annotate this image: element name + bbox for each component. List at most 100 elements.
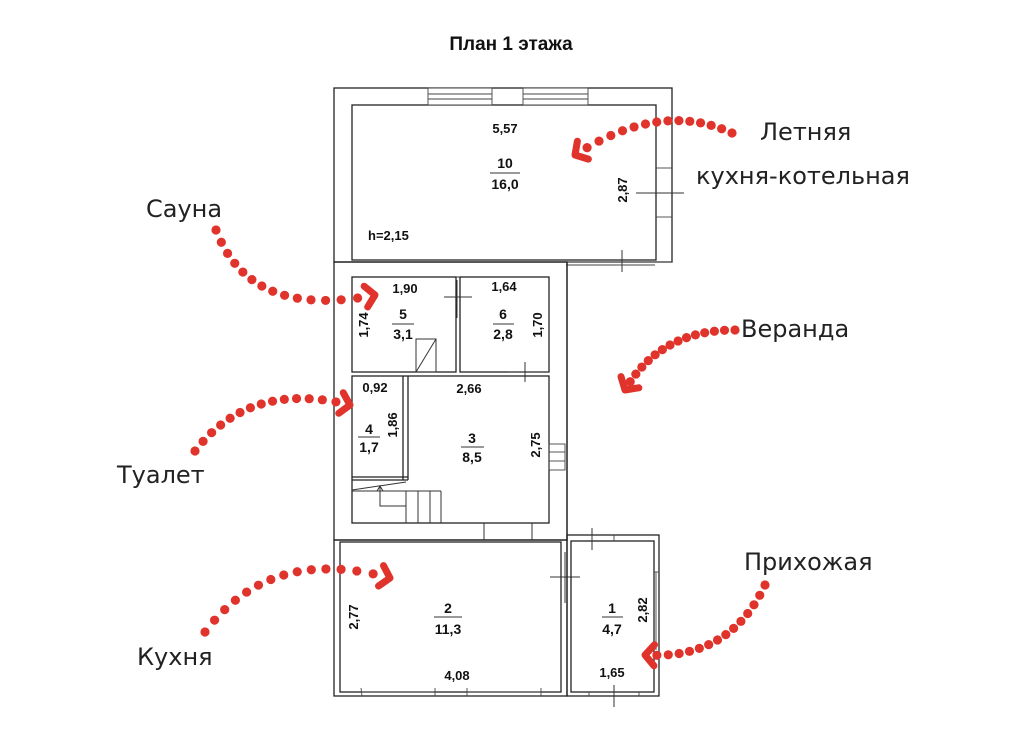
- room-4: 0,92 1,86 4 1,7: [358, 380, 400, 455]
- arrow-dot: [291, 393, 302, 404]
- arrow-dot: [652, 650, 662, 660]
- room-5-width: 1,90: [392, 281, 417, 296]
- arrow-dot: [292, 293, 302, 303]
- room-3-number: 3: [468, 430, 476, 446]
- arrow-dot: [220, 604, 230, 615]
- arrow-hallway: [641, 580, 770, 670]
- arrow-dot: [663, 116, 673, 126]
- arrow-dot: [190, 446, 200, 456]
- room-3: 2,66 3 8,5 2,75: [456, 381, 543, 465]
- arrow-head-icon: [641, 641, 659, 670]
- arrow-dot: [245, 403, 256, 413]
- arrow-dot: [629, 122, 639, 132]
- arrow-dot: [200, 627, 210, 637]
- room-3-area: 8,5: [462, 449, 482, 465]
- room-10-ceiling-height: h=2,15: [368, 228, 409, 243]
- room-3-depth: 2,75: [528, 432, 543, 457]
- arrow-dot: [582, 142, 592, 153]
- arrow-dot: [336, 564, 346, 574]
- walls: [333, 87, 684, 707]
- arrow-dot: [306, 565, 316, 575]
- arrow-dot: [353, 293, 363, 303]
- room-6-area: 2,8: [493, 326, 513, 342]
- arrow-dot: [230, 595, 240, 605]
- arrow-summer-kitchen: [571, 116, 737, 163]
- arrow-dot: [674, 116, 684, 126]
- room-3-door: [548, 443, 566, 471]
- arrow-dot: [230, 258, 240, 268]
- arrow-dot: [304, 394, 314, 404]
- room-4-area: 1,7: [359, 439, 379, 455]
- arrow-dot: [238, 267, 248, 277]
- room-5-depth: 1,74: [356, 312, 371, 338]
- arrow-dot: [704, 639, 714, 650]
- arrow-dot: [253, 580, 264, 590]
- arrow-dot: [719, 325, 730, 335]
- arrow-dot: [268, 286, 278, 296]
- arrow-dot: [685, 116, 695, 126]
- arrow-dot: [617, 126, 628, 136]
- arrow-dot: [216, 237, 226, 247]
- room-1-width: 1,65: [599, 665, 624, 680]
- arrow-dot: [306, 295, 316, 305]
- arrow-dot: [606, 130, 616, 141]
- arrow-dot: [256, 399, 266, 409]
- arrow-dot: [207, 428, 217, 438]
- room-2-inner-wall: [339, 541, 562, 693]
- arrow-dot: [712, 635, 723, 645]
- label-toilet: Туалет: [116, 461, 205, 489]
- arrow-dot: [743, 608, 753, 619]
- arrow-dot: [631, 369, 641, 379]
- arrow-dot: [209, 615, 220, 625]
- arrow-dot: [368, 569, 378, 579]
- arrow-dot: [709, 326, 719, 336]
- arrow-dot: [225, 413, 235, 423]
- label-summer-kitchen-line2: кухня-котельная: [696, 162, 910, 190]
- arrow-head-icon: [571, 137, 592, 163]
- room-4-number: 4: [365, 421, 373, 437]
- arrow-dot: [267, 396, 278, 406]
- arrow-dot: [665, 340, 675, 350]
- arrow-dot: [643, 356, 653, 366]
- arrow-dot: [690, 330, 701, 340]
- arrow-dot: [222, 248, 233, 258]
- arrow-dot: [700, 328, 710, 338]
- room-6-number: 6: [499, 306, 507, 322]
- room-2-number: 2: [444, 600, 452, 616]
- arrow-kitchen: [200, 562, 394, 637]
- room-10-inner-wall: [351, 104, 657, 261]
- room-6-wall: [459, 276, 550, 373]
- arrow-veranda: [617, 325, 740, 394]
- arrow-dot: [650, 350, 660, 360]
- room-1-area: 4,7: [602, 621, 622, 637]
- label-summer-kitchen-line1: Летняя: [760, 118, 851, 146]
- room-6: 1,64 6 2,8 1,70: [491, 279, 545, 342]
- room-3-width: 2,66: [456, 381, 481, 396]
- label-sauna: Сауна: [146, 195, 222, 223]
- arrow-sauna: [211, 225, 379, 311]
- room-10-width: 5,57: [492, 121, 517, 136]
- arrow-dot: [625, 377, 635, 387]
- room-10-number: 10: [497, 155, 513, 171]
- room-2-depth: 2,77: [346, 604, 361, 629]
- arrow-dot: [695, 118, 706, 128]
- arrow-dot: [727, 128, 737, 138]
- room-10-depth: 2,87: [615, 177, 630, 202]
- arrow-dot: [211, 225, 221, 235]
- arrow-dot: [317, 395, 327, 405]
- room-1-depth: 2,82: [635, 597, 650, 622]
- sauna-heater: [415, 338, 437, 373]
- arrow-toilet: [190, 389, 354, 456]
- room-1-outer-wall: [566, 534, 660, 697]
- arrow-dot: [721, 629, 731, 640]
- arrow-dot: [730, 325, 740, 335]
- arrow-dot: [674, 648, 684, 659]
- arrow-dot: [684, 646, 695, 656]
- room-10-windows: [427, 87, 684, 272]
- arrow-dot: [279, 290, 290, 300]
- arrow-dot: [637, 362, 647, 372]
- arrow-head-icon: [617, 373, 643, 394]
- room-2-width: 4,08: [444, 668, 469, 683]
- room-4-width: 0,92: [362, 380, 387, 395]
